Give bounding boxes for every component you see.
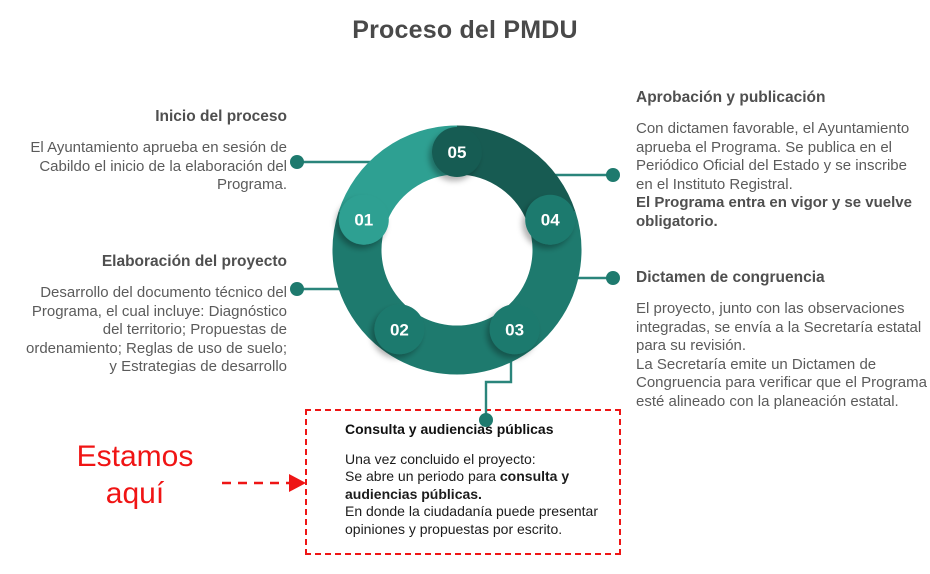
step-node-01: [338, 194, 389, 245]
block-body-aprobacion: Con dictamen favorable, el Ayuntamiento …: [636, 120, 912, 230]
block-heading-aprobacion: Aprobación y publicación: [636, 89, 826, 106]
donut-segment-dark: [456, 125, 576, 228]
connector-dot-elaboracion: [290, 282, 304, 296]
connector-lines: [297, 160, 613, 414]
step-node-03: [489, 304, 540, 355]
consulta-box-heading: Consulta y audiencias públicas: [345, 421, 554, 437]
step-node-02: [374, 304, 425, 355]
block-heading-dictamen: Dictamen de congruencia: [636, 269, 825, 286]
step-node-04: [525, 194, 576, 245]
step-nodes: 01 02 03 04 05: [338, 127, 576, 355]
consulta-highlight-box: Consulta y audiencias públicas Una vez c…: [305, 409, 621, 555]
block-body-elaboracion: Desarrollo del documento técnico del Pro…: [25, 284, 287, 375]
step-number-05: 05: [448, 143, 467, 162]
estamos-aqui-line2: aquí: [105, 477, 165, 510]
connector-line-consulta: [484, 332, 513, 414]
here-arrow-head-icon: [289, 474, 306, 492]
donut-segment-light: [338, 125, 458, 228]
step-block-dictamen: Dictamen de congruencia El proyecto, jun…: [636, 268, 928, 411]
donut-segment-mid: [332, 211, 582, 375]
estamos-aqui-line1: Estamos: [76, 440, 194, 473]
step-number-03: 03: [505, 320, 524, 339]
consulta-box-body: Una vez concluido el proyecto: Se abre u…: [345, 450, 598, 537]
step-block-elaboracion: Elaboración del proyecto Desarrollo del …: [17, 252, 287, 377]
step-node-05: [432, 127, 482, 177]
block-heading-elaboracion: Elaboración del proyecto: [101, 253, 287, 270]
estamos-aqui-label: Estamos aquí: [35, 438, 235, 512]
block-body-inicio: El Ayuntamiento aprueba en sesión de Cab…: [30, 139, 287, 193]
page-title: Proceso del PMDU: [352, 16, 578, 44]
block-body-dictamen: El proyecto, junto con las observaciones…: [636, 300, 927, 410]
step-block-aprobacion: Aprobación y publicación Con dictamen fa…: [636, 88, 918, 231]
block-heading-inicio: Inicio del proceso: [155, 108, 287, 125]
connector-dots: [290, 155, 620, 427]
step-number-01: 01: [354, 211, 373, 230]
step-block-inicio: Inicio del proceso El Ayuntamiento aprue…: [29, 107, 287, 195]
step-number-04: 04: [541, 211, 560, 230]
connector-dot-dictamen: [606, 271, 620, 285]
step-number-02: 02: [390, 320, 409, 339]
process-donut: [332, 125, 582, 375]
connector-dot-inicio: [290, 155, 304, 169]
connector-dot-aprobacion: [606, 168, 620, 182]
